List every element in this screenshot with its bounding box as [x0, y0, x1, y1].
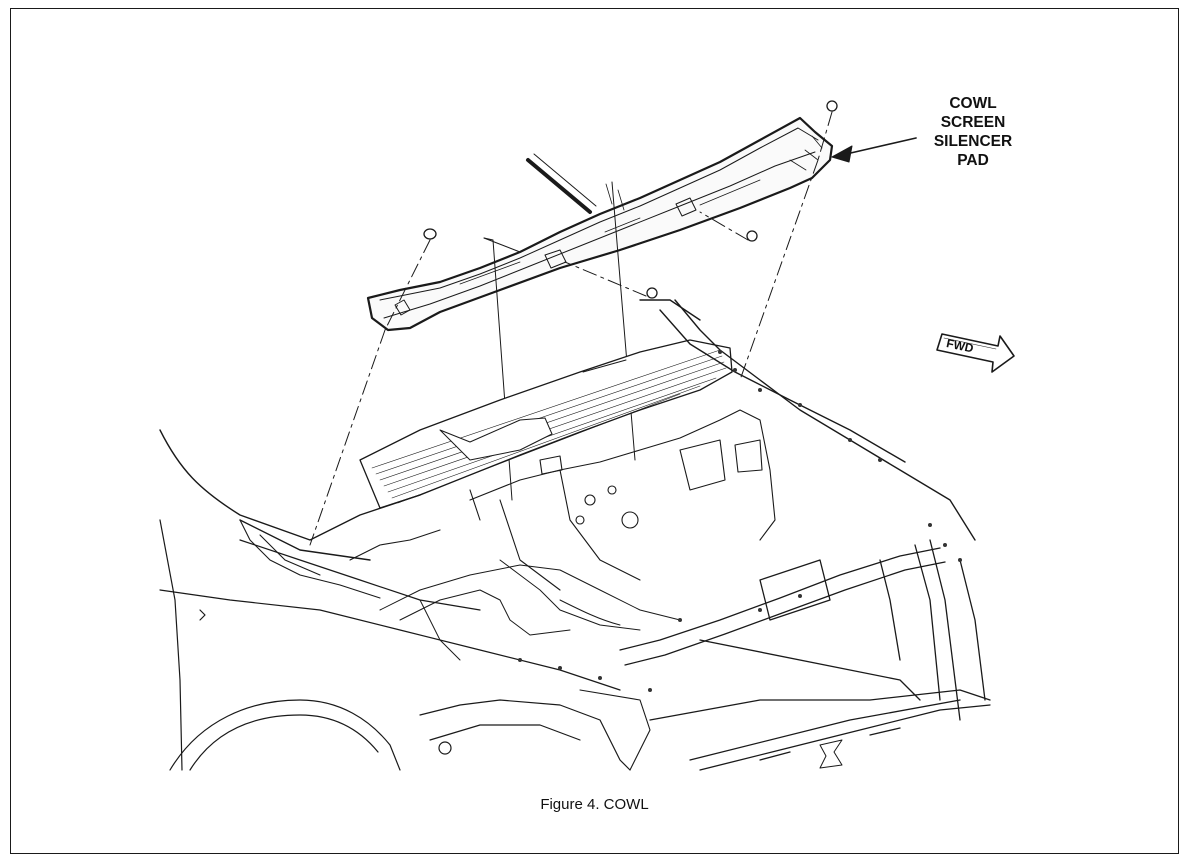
callout-label: COWL SCREEN SILENCER PAD [918, 94, 1028, 170]
cowl-side-trough [239, 519, 651, 771]
floor-pan [379, 559, 681, 661]
radiator-support [649, 689, 991, 771]
frame-rails [619, 539, 986, 721]
figure-caption: Figure 4. COWL [540, 796, 649, 813]
callout-line: SCREEN [940, 114, 1006, 131]
callout-arrow [831, 137, 917, 163]
fwd-arrow-icon: FWD [936, 333, 1015, 373]
figure-frame [10, 8, 1179, 854]
fwd-label: FWD [945, 336, 975, 355]
alignment-lines [309, 111, 833, 546]
callout-line: SILENCER [933, 133, 1013, 150]
callout-line: COWL [949, 95, 997, 112]
mounting-holes [518, 350, 962, 692]
cowl-top-panel [359, 339, 733, 509]
body-upper-outline [159, 299, 976, 561]
callout-line: PAD [957, 152, 989, 169]
retainer-clips [423, 100, 838, 299]
fender-lower [159, 519, 631, 771]
firewall-panel [469, 409, 776, 591]
windshield-edge [526, 153, 597, 214]
cowl-screen-silencer-pad [366, 116, 834, 332]
